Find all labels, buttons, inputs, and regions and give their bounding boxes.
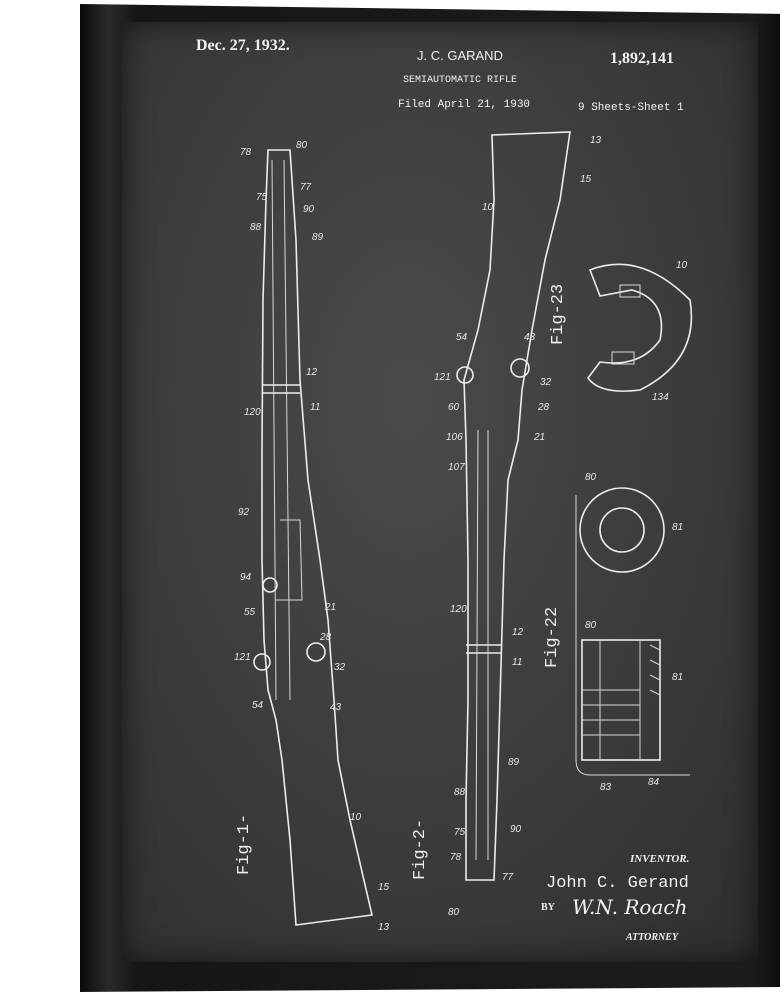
ref-number: 92 [238,507,250,518]
ref-number: 10 [482,202,494,213]
ref-number: 90 [510,824,522,835]
ref-number: 15 [580,174,592,185]
ref-number: 88 [454,787,466,798]
ref-number: 90 [303,204,315,215]
ref-number: 80 [585,620,597,631]
ref-number: 107 [448,462,465,473]
ref-number: 10 [350,812,362,823]
attorney-signature: W.N. Roach [572,895,687,919]
ref-number: 12 [512,627,524,638]
chalkboard-canvas [122,22,758,962]
inventor-signature: John C. Gerand [546,874,689,893]
inventor-name: J. C. GARAND [417,48,503,63]
rifle-fig1 [253,149,373,926]
patent-date: Dec. 27, 1932. [196,37,290,54]
ref-number: 81 [672,522,683,533]
fig1-ref-numbers: 78 80 75 77 88 90 89 12 11 120 92 94 21 … [234,140,390,933]
patent-title: SEMIAUTOMATIC RIFLE [403,75,517,86]
ref-number: 84 [648,777,660,788]
filed-date: Filed April 21, 1930 [398,99,530,111]
ref-number: 78 [450,852,462,863]
ref-number: 120 [450,604,467,615]
fig22-ref-numbers: 80 81 80 81 83 84 [585,472,683,793]
rifle-fig2 [456,131,571,881]
ref-number: 88 [250,222,262,233]
fig22-label: Fig-22 [543,607,562,668]
by-label: BY [541,902,556,913]
ref-number: 120 [244,407,261,418]
ref-number: 121 [434,372,451,383]
fig23-ref: 10 [676,260,688,271]
fig23-clip-drawing [587,263,693,392]
ref-number: 81 [672,672,683,683]
inventor-label: INVENTOR. [629,853,689,865]
ref-number: 43 [330,702,342,713]
ref-number: 55 [244,607,256,618]
ref-number: 60 [448,402,460,413]
patent-number: 1,892,141 [610,50,674,67]
ref-number: 43 [524,332,536,343]
ref-number: 32 [334,662,346,673]
fig2-ref-numbers: 13 15 10 54 43 121 32 60 28 106 21 107 1… [434,135,602,918]
ref-number: 11 [512,657,522,668]
ref-number: 21 [533,432,545,443]
ref-number: 77 [300,182,312,193]
fig1-label: Fig-1- [235,814,254,875]
ref-number: 89 [508,757,520,768]
ref-number: 12 [306,367,318,378]
ref-number: 80 [296,140,308,151]
sheets-info: 9 Sheets-Sheet 1 [578,102,684,114]
ref-number: 80 [448,907,460,918]
ref-number: 121 [234,652,251,663]
ref-number: 28 [537,402,550,413]
ref-number: 54 [252,700,264,711]
ref-number: 13 [378,922,390,933]
ref-number: 21 [324,602,336,613]
fig22-ring-drawing [575,487,690,776]
ref-number: 15 [378,882,390,893]
ref-number: 32 [540,377,552,388]
ref-number: 80 [585,472,597,483]
ref-number: 94 [240,572,252,583]
fig2-label: Fig-2- [411,819,430,880]
ref-number: 11 [310,402,320,413]
ref-number: 83 [600,782,612,793]
ref-number: 28 [319,632,332,643]
ref-number: 75 [256,192,268,203]
ref-number: 106 [446,432,463,443]
ref-number: 54 [456,332,468,343]
ref-number: 89 [312,232,324,243]
fig23-ref: 134 [652,392,669,403]
ref-number: 75 [454,827,466,838]
fig23-label: Fig-23 [549,284,568,345]
ref-number: 77 [502,872,514,883]
attorney-label: ATTORNEY [625,932,679,943]
ref-number: 78 [240,147,252,158]
ref-number: 13 [590,135,602,146]
